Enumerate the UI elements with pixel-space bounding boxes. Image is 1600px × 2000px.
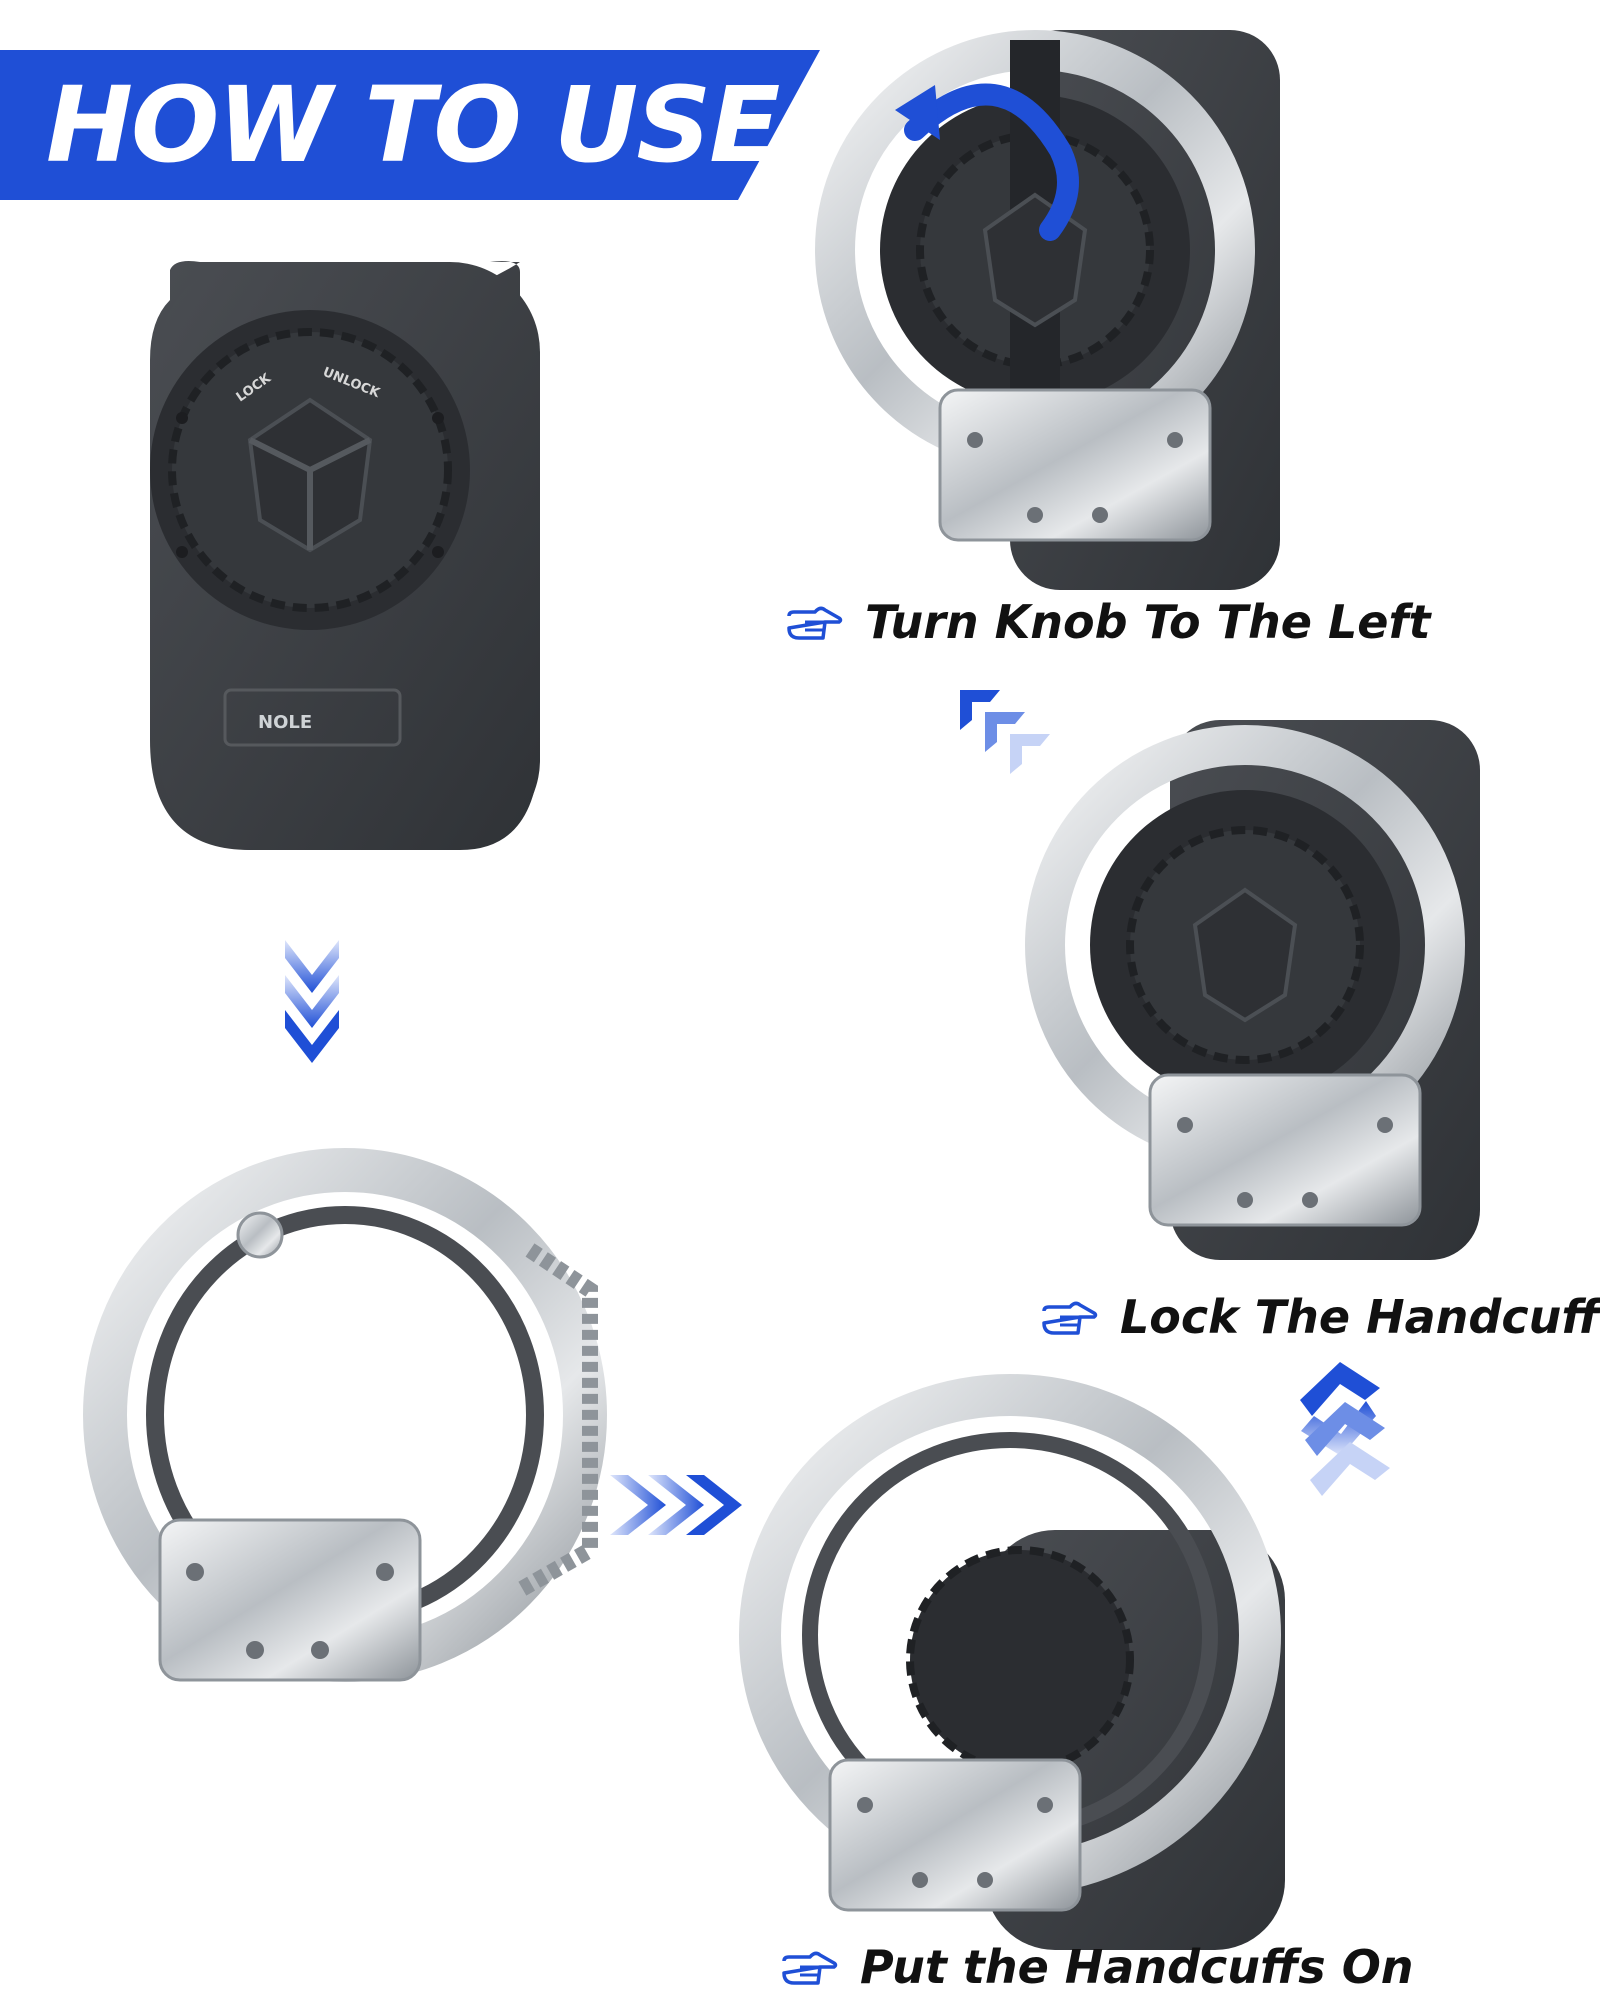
header-banner bbox=[0, 50, 820, 200]
locked-handcuff bbox=[1025, 720, 1480, 1260]
holster-product: LOCK UNLOCK NOLE bbox=[150, 261, 540, 850]
step-text-turn-knob: Turn Knob To The Left bbox=[865, 595, 1431, 649]
step-text-put-on: Put the Handcuffs On bbox=[860, 1940, 1414, 1994]
arrow-right-icon bbox=[610, 1475, 742, 1535]
arrow-down-icon bbox=[285, 940, 339, 1063]
holster-stamp: NOLE bbox=[258, 712, 312, 733]
step-text-lock: Lock The Handcuffs bbox=[1120, 1290, 1600, 1344]
arrow-up-icon bbox=[1300, 1362, 1390, 1496]
step-label-put-on: Put the Handcuffs On bbox=[780, 1940, 1414, 1994]
pointing-hand-icon bbox=[782, 1951, 838, 1985]
pointing-hand-icon bbox=[1042, 1301, 1098, 1335]
arrow-up-left-icon bbox=[960, 690, 1050, 774]
step-label-lock: Lock The Handcuffs bbox=[1040, 1290, 1600, 1344]
turn-knob-handcuff bbox=[815, 30, 1280, 590]
step-label-turn-knob: Turn Knob To The Left bbox=[785, 595, 1431, 649]
banner-title: HOW TO USE bbox=[46, 64, 780, 186]
pointing-hand-icon bbox=[787, 606, 843, 640]
open-handcuff bbox=[83, 1148, 607, 1682]
handcuff-on-holster bbox=[739, 1374, 1285, 1950]
